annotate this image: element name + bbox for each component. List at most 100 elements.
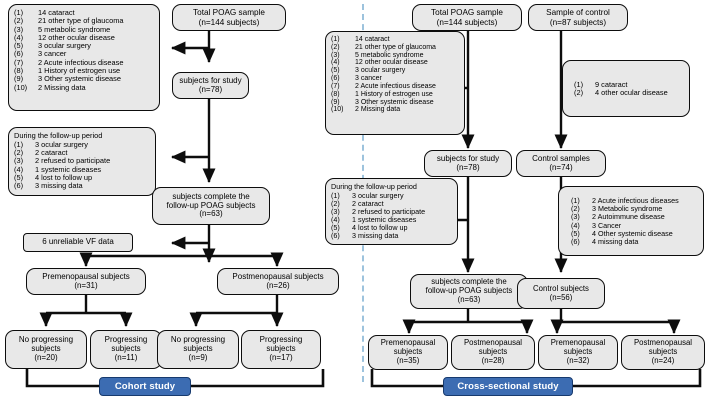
list-item: (9)3 Other systemic disease <box>331 98 434 106</box>
outcome-line3: (n=9) <box>188 352 208 362</box>
complete-followup-line2: follow-up POAG subjects <box>166 200 256 210</box>
complete-followup-line1: subjects complete the <box>431 277 507 287</box>
list-item: (5)4 Other systemic disease <box>571 228 673 238</box>
control-subjects-line1: Control subjects <box>533 283 589 293</box>
list-item: (1)3 ocular surgery <box>14 139 88 149</box>
list-item: (4)12 other ocular disease <box>14 32 115 42</box>
control-sample-line2: (n=87 subjects) <box>549 17 607 27</box>
box-baseline-exclusions-right: (1)14 cataract (2)21 other type of glauc… <box>325 31 465 135</box>
group-line2: subjects <box>563 347 593 357</box>
box-subjects-for-study-right: subjects for study (n=78) <box>424 150 512 177</box>
group-line1: Premenopausal <box>550 338 606 348</box>
group-line1: Postmenopausal <box>633 338 693 348</box>
group-line3: (n=28) <box>481 355 505 365</box>
outcome-line3: (n=11) <box>114 352 138 362</box>
total-sample-line1: Total POAG sample <box>431 8 503 18</box>
list-item: (8)1 History of estrogen use <box>14 65 121 75</box>
box-control-baseline-exclusions: (1)9 cataract (2)4 other ocular disease <box>562 60 690 117</box>
list-item: (1)9 cataract <box>574 79 628 89</box>
outcome-line1: No progressing <box>170 335 226 345</box>
box-complete-followup-left: subjects complete the follow-up POAG sub… <box>152 187 270 225</box>
box-total-poag-sample-right: Total POAG sample (n=144 subjects) <box>412 4 522 31</box>
list-item: (6)3 cancer <box>331 75 382 83</box>
outcome-line3: (n=17) <box>269 352 293 362</box>
list-item: (2)2 cataract <box>14 148 68 158</box>
box-sample-of-control: Sample of control (n=87 subjects) <box>528 4 628 31</box>
subjects-for-study-line2: (n=78) <box>198 84 223 94</box>
box-followup-exclusions-left: During the follow-up period (1)3 ocular … <box>8 127 156 196</box>
followup-header: During the follow-up period <box>14 131 103 140</box>
followup-header: During the follow-up period <box>331 182 417 191</box>
box-outcome-progressing-post: Progressing subjects (n=17) <box>241 330 321 369</box>
box-complete-followup-right: subjects complete the follow-up POAG sub… <box>410 274 528 309</box>
list-item: (4)1 systemic diseases <box>331 214 417 224</box>
box-group-postmenopausal-control: Postmenopausal subjects (n=24) <box>621 335 705 370</box>
box-group-premenopausal-poag: Premenopausal subjects (n=35) <box>368 335 448 370</box>
list-item: (2)21 other type of glaucoma <box>331 43 436 51</box>
list-item: (1)14 cataract <box>14 8 75 17</box>
group-line1: Postmenopausal <box>463 338 523 348</box>
premenopausal-line2: (n=31) <box>74 280 98 290</box>
box-total-poag-sample-left: Total POAG sample (n=144 subjects) <box>172 4 286 31</box>
list-item: (7)2 Acute infectious disease <box>14 57 124 67</box>
list-item: (3)2 refused to participate <box>14 156 111 166</box>
list-item: (4)3 Cancer <box>571 220 622 230</box>
outcome-line3: (n=20) <box>34 352 58 362</box>
subjects-for-study-line1: subjects for study <box>179 75 242 85</box>
complete-followup-line2: follow-up POAG subjects <box>425 286 513 296</box>
outcome-line2: subjects <box>266 344 296 354</box>
control-subjects-line2: (n=56) <box>549 292 573 302</box>
list-item: (2)21 other type of glaucoma <box>14 16 124 26</box>
list-item: (5)4 lost to follow up <box>331 222 408 232</box>
list-item: (5)4 lost to follow up <box>14 172 93 182</box>
list-item: (4)12 other ocular disease <box>331 59 428 67</box>
box-unreliable-vf-left: 6 unreliable VF data <box>23 233 133 252</box>
postmenopausal-line1: Postmenopausal subjects <box>232 271 324 281</box>
box-control-followup-exclusions: (1)2 Acute infectious diseases (2)3 Meta… <box>558 186 704 256</box>
group-line3: (n=32) <box>566 355 590 365</box>
group-line2: subjects <box>648 347 678 357</box>
group-line2: subjects <box>393 347 423 357</box>
list-item: (1)3 ocular surgery <box>331 190 404 200</box>
total-sample-line2: (n=144 subjects) <box>198 17 260 27</box>
box-control-samples: Control samples (n=74) <box>516 150 606 177</box>
list-item: (6)3 cancer <box>14 49 67 59</box>
badge-label: Cross-sectional study <box>457 381 559 392</box>
box-subjects-for-study-left: subjects for study (n=78) <box>172 72 249 99</box>
list-item: (3)5 metabolic syndrome <box>331 51 424 59</box>
list-item: (7)2 Acute infectious disease <box>331 82 436 90</box>
list-item: (6)4 missing data <box>571 236 639 246</box>
list-item: (8)1 History of estrogen use <box>331 90 433 98</box>
list-item: (6)3 missing data <box>14 181 83 191</box>
total-sample-line1: Total POAG sample <box>193 8 265 18</box>
outcome-line2: subjects <box>31 344 61 354</box>
list-item: (4)1 systemic diseases <box>14 164 102 174</box>
group-line1: Premenopausal <box>380 338 436 348</box>
total-sample-line2: (n=144 subjects) <box>436 17 498 27</box>
box-outcome-no-progressing-post: No progressing subjects (n=9) <box>157 330 239 369</box>
box-postmenopausal-left: Postmenopausal subjects (n=26) <box>217 268 339 295</box>
box-group-postmenopausal-poag: Postmenopausal subjects (n=28) <box>451 335 535 370</box>
box-outcome-progressing-pre: Progressing subjects (n=11) <box>90 330 162 369</box>
subjects-for-study-line2: (n=78) <box>456 162 480 172</box>
control-sample-line1: Sample of control <box>546 8 610 18</box>
control-samples-line1: Control samples <box>532 153 590 163</box>
list-item: (2)3 Metabolic syndrome <box>571 204 663 214</box>
list-item: (1)2 Acute infectious diseases <box>571 196 679 206</box>
list-item: (2)2 cataract <box>331 198 384 208</box>
list-item: (6)3 missing data <box>331 230 399 240</box>
outcome-line1: Progressing <box>104 335 148 345</box>
outcome-line2: subjects <box>111 344 141 354</box>
premenopausal-line1: Premenopausal subjects <box>42 271 130 281</box>
complete-followup-line1: subjects complete the <box>172 191 250 201</box>
box-control-subjects: Control subjects (n=56) <box>517 278 605 309</box>
list-item: (9)3 Other systemic disease <box>14 74 121 84</box>
badge-cross-sectional-study: Cross-sectional study <box>443 377 573 396</box>
box-outcome-no-progressing-pre: No progressing subjects (n=20) <box>5 330 87 369</box>
badge-label: Cohort study <box>114 381 176 392</box>
box-premenopausal-left: Premenopausal subjects (n=31) <box>26 268 146 295</box>
group-line3: (n=35) <box>396 355 420 365</box>
list-item: (1)14 cataract <box>331 36 390 43</box>
postmenopausal-line2: (n=26) <box>266 280 290 290</box>
